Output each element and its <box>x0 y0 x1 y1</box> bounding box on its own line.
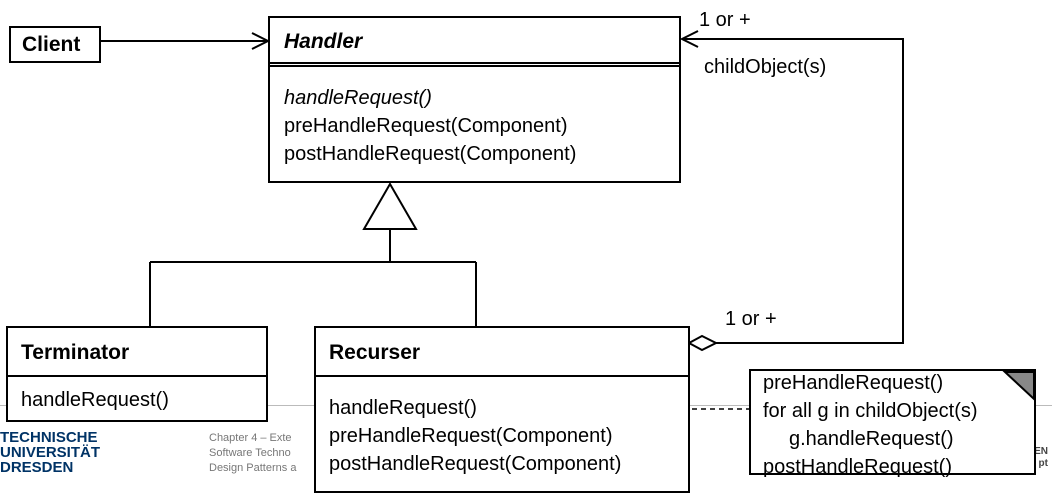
aggregation-diamond <box>686 334 719 352</box>
note-lines: preHandleRequest() for all g in childObj… <box>763 369 978 481</box>
client-class: Client <box>9 26 101 63</box>
top-multiplicity-label: 1 or + <box>699 9 751 31</box>
recurser-class: Recurser handleRequest() preHandleReques… <box>314 326 690 493</box>
generalization-triangle <box>362 182 418 230</box>
role-label: childObject(s) <box>704 56 827 78</box>
logo-line-1: TECHNISCHE <box>0 429 98 446</box>
recurser-class-name: Recurser <box>329 341 421 364</box>
recurser-methods: handleRequest() preHandleRequest(Compone… <box>329 394 621 478</box>
footer-text-line-2: Software Techno <box>209 447 291 459</box>
recurser-method: preHandleRequest(Component) <box>329 425 613 447</box>
handler-class-name: Handler <box>284 30 363 53</box>
footer-text-line-3: Design Patterns a <box>209 462 297 474</box>
handler-method: postHandleRequest(Component) <box>284 143 577 165</box>
logo-line-3: DRESDEN <box>0 459 74 476</box>
note-fold-corner <box>1002 371 1035 401</box>
logo-line-2: UNIVERSITÄT <box>0 444 101 461</box>
handler-divider <box>270 62 679 64</box>
aggregation-arrowhead <box>679 30 699 48</box>
note-line: postHandleRequest() <box>763 456 952 478</box>
handler-divider-2 <box>270 65 679 67</box>
note-line: for all g in childObject(s) <box>763 400 978 422</box>
terminator-class-name: Terminator <box>21 341 130 364</box>
recurser-method: handleRequest() <box>329 397 477 419</box>
handler-method: handleRequest() <box>284 87 432 109</box>
handler-class: Handler handleRequest() preHandleRequest… <box>268 16 681 183</box>
client-class-name: Client <box>22 33 81 56</box>
recurser-method: postHandleRequest(Component) <box>329 453 622 475</box>
recurser-divider <box>316 375 688 377</box>
handler-method: preHandleRequest(Component) <box>284 115 568 137</box>
footer-right-line-1: EN <box>1034 446 1048 457</box>
note-line: g.handleRequest() <box>789 428 954 450</box>
university-logo: TECHNISCHE UNIVERSITÄT DRESDEN <box>0 430 100 475</box>
footer-right-text: EN pt <box>1034 446 1048 470</box>
terminator-divider <box>8 375 266 377</box>
footer-right-line-2: pt <box>1038 458 1048 469</box>
terminator-class: Terminator handleRequest() <box>6 326 268 422</box>
footer-text: Chapter 4 – Exte Software Techno Design … <box>209 431 296 476</box>
terminator-method: handleRequest() <box>21 389 169 411</box>
note-line: preHandleRequest() <box>763 372 944 394</box>
bottom-multiplicity-label: 1 or + <box>725 308 777 330</box>
handler-methods: handleRequest() preHandleRequest(Compone… <box>284 84 576 168</box>
code-note: preHandleRequest() for all g in childObj… <box>749 369 1036 478</box>
footer-text-line-1: Chapter 4 – Exte <box>209 432 292 444</box>
aggregation-line <box>682 38 904 344</box>
